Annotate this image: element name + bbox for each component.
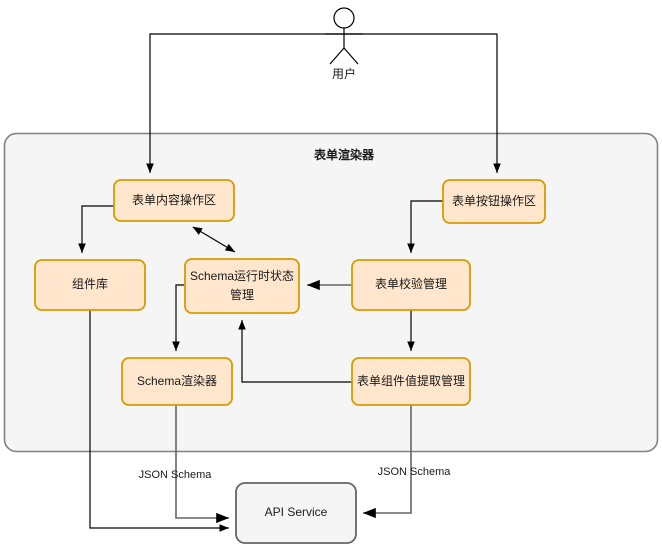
edge-form-content-schema-runtime xyxy=(192,226,236,253)
node-label-schema-renderer: Schema渲染器 xyxy=(137,373,217,388)
edge-user-to-form-button xyxy=(344,33,501,173)
node-label-form-validation-manager: 表单校验管理 xyxy=(375,276,447,291)
node-form-button-area[interactable]: 表单按钮操作区 xyxy=(442,179,546,224)
edge-schema-renderer-to-api xyxy=(175,405,229,524)
node-component-library[interactable]: 组件库 xyxy=(34,259,146,311)
edge-user-to-form-content xyxy=(146,33,344,173)
edge-value-extractor-to-schema-runtime xyxy=(238,320,352,383)
edge-form-content-to-component-library xyxy=(78,205,114,253)
edge-schema-runtime-to-renderer xyxy=(172,284,185,351)
actor-leg-left-icon xyxy=(329,47,345,65)
node-schema-runtime-state[interactable]: Schema运行时状态 管理 xyxy=(184,258,300,314)
node-label-schema-runtime-state-line1: Schema运行时状态 xyxy=(190,269,294,283)
node-form-validation-manager[interactable]: 表单校验管理 xyxy=(351,259,471,311)
node-label-form-button-area: 表单按钮操作区 xyxy=(452,193,536,208)
group-title: 表单渲染器 xyxy=(313,147,375,162)
node-label-schema-runtime-state-line2: 管理 xyxy=(230,287,254,302)
actor-leg-right-icon xyxy=(343,47,359,65)
edge-value-extractor-to-api xyxy=(363,405,412,519)
edge-label-json-schema-right: JSON Schema xyxy=(378,466,452,478)
user-actor: 用户 xyxy=(325,7,363,81)
node-api-service[interactable]: API Service xyxy=(235,482,357,544)
node-label-form-content-area: 表单内容操作区 xyxy=(132,192,216,207)
edge-form-button-to-validation xyxy=(407,200,443,253)
node-form-content-area[interactable]: 表单内容操作区 xyxy=(113,179,235,222)
node-label-component-library: 组件库 xyxy=(72,276,108,291)
edge-label-json-schema-left: JSON Schema xyxy=(139,469,213,481)
edge-component-library-to-api xyxy=(89,310,229,532)
actor-label: 用户 xyxy=(332,66,356,81)
node-form-value-extractor[interactable]: 表单组件值提取管理 xyxy=(351,357,471,406)
actor-head-icon xyxy=(333,7,355,29)
node-label-api-service: API Service xyxy=(265,505,328,519)
node-schema-renderer[interactable]: Schema渲染器 xyxy=(121,357,233,406)
node-label-form-value-extractor: 表单组件值提取管理 xyxy=(357,373,465,388)
